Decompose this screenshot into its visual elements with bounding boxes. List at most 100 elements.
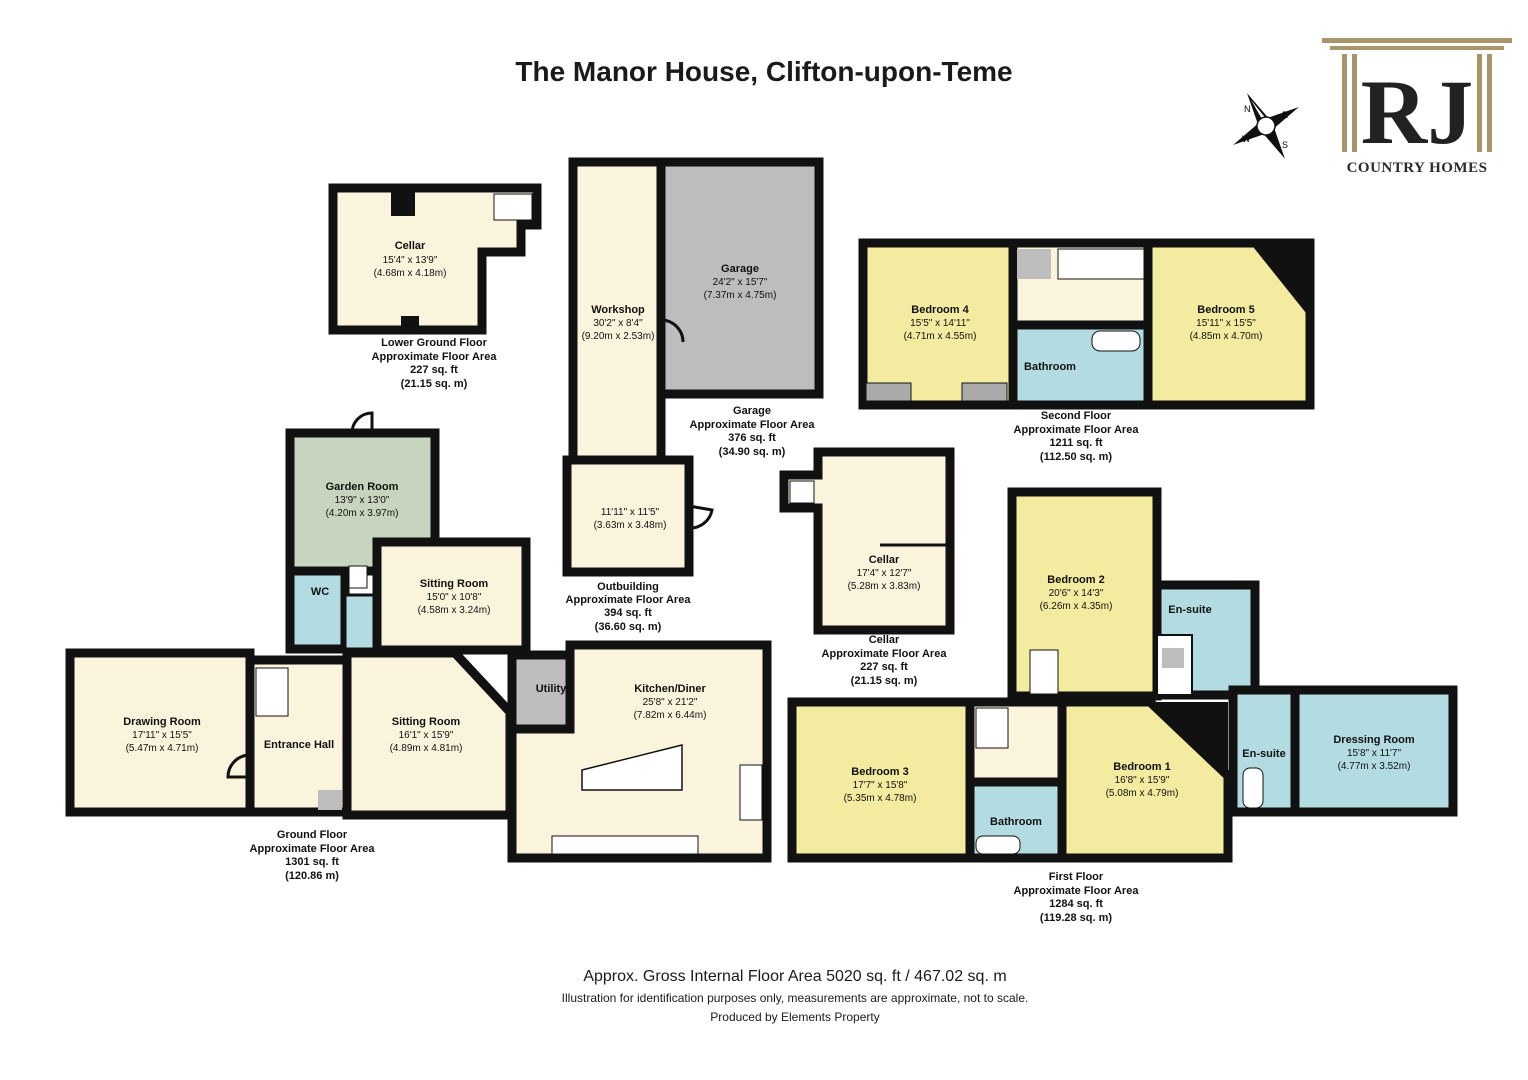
svg-text:(7.82m x 6.44m): (7.82m x 6.44m) [634,710,707,721]
room-name: Cellar [395,240,426,252]
svg-text:(4.58m x 3.24m): (4.58m x 3.24m) [418,605,491,616]
room-bedroom-5: Bedroom 5 15'11" x 15'5" (4.85m x 4.70m) [1143,238,1315,410]
room-bathroom-2nd: Bathroom [1008,320,1153,410]
svg-text:W: W [1242,134,1251,144]
chimney-breast [401,316,419,330]
svg-text:Bedroom 4: Bedroom 4 [911,304,969,316]
room-utility: Utility [507,650,575,734]
svg-text:(120.86 m): (120.86 m) [285,870,339,882]
svg-text:First Floor: First Floor [1049,871,1104,883]
svg-text:Approximate Floor Area: Approximate Floor Area [566,594,692,606]
bath-icon [1091,330,1141,352]
bath-icon [1242,767,1264,809]
landing-first [965,697,1067,787]
area-label-first: First Floor Approximate Floor Area 1284 … [1014,871,1140,924]
svg-text:15'0" x 10'8": 15'0" x 10'8" [427,592,482,603]
brand-name: COUNTRY HOMES [1346,160,1488,176]
svg-text:1301 sq. ft: 1301 sq. ft [285,856,339,868]
room-bedroom-1: Bedroom 1 16'8" x 15'9" (5.08m x 4.79m) [1057,697,1233,863]
svg-text:Sitting Room: Sitting Room [420,578,489,590]
door-swing-icon [350,411,374,434]
room-sitting-room-2: Sitting Room 16'1" x 15'9" (4.89m x 4.81… [342,648,515,820]
svg-text:(4.71m x 4.55m): (4.71m x 4.55m) [904,331,977,342]
svg-text:(21.15 sq. m): (21.15 sq. m) [851,675,918,687]
chimney-breast [1250,243,1310,318]
svg-text:15'11" x 15'5": 15'11" x 15'5" [1196,318,1256,329]
svg-text:Approximate Floor Area: Approximate Floor Area [822,648,948,660]
svg-text:Lower Ground Floor: Lower Ground Floor [381,337,487,349]
svg-text:(5.35m x 4.78m): (5.35m x 4.78m) [844,793,917,804]
svg-text:227 sq. ft: 227 sq. ft [860,661,908,673]
svg-text:(5.47m x 4.71m): (5.47m x 4.71m) [126,743,199,754]
svg-text:15'5" x 14'11": 15'5" x 14'11" [910,318,970,329]
svg-text:(5.28m x 3.83m): (5.28m x 3.83m) [848,581,921,592]
svg-text:Dressing Room: Dressing Room [1333,734,1415,746]
svg-text:N: N [1244,104,1251,114]
brand-logo: RJ [1322,38,1512,163]
svg-text:(4.89m x 4.81m): (4.89m x 4.81m) [390,743,463,754]
room-dressing-room: Dressing Room 15'8" x 11'7" (4.77m x 3.5… [1290,685,1458,817]
svg-text:Drawing Room: Drawing Room [123,716,201,728]
room-ensuite-1: En-suite [1152,580,1260,700]
svg-text:15'8" x 11'7": 15'8" x 11'7" [1347,748,1402,759]
svg-text:Garage: Garage [721,263,759,275]
svg-text:Ground Floor: Ground Floor [277,829,348,841]
room-dim-imperial: 15'4" x 13'9" [383,255,438,266]
kitchen-island [581,744,683,791]
stairs-icon [789,480,815,504]
range-cooker-icon [739,764,763,821]
svg-text:En-suite: En-suite [1242,748,1285,760]
svg-text:Garden Room: Garden Room [326,481,399,493]
svg-text:(9.20m x 2.53m): (9.20m x 2.53m) [582,331,655,342]
svg-text:Bathroom: Bathroom [1024,361,1076,373]
svg-text:(5.08m x 4.79m): (5.08m x 4.79m) [1106,788,1179,799]
svg-text:Kitchen/Diner: Kitchen/Diner [634,683,706,695]
svg-text:11'11" x 11'5": 11'11" x 11'5" [601,507,660,518]
svg-text:Bedroom 3: Bedroom 3 [851,766,908,778]
stairs-icon [255,667,289,717]
room-bathroom-1st: Bathroom [965,777,1067,863]
svg-text:Entrance Hall: Entrance Hall [264,739,334,751]
shower-icon [1162,648,1184,668]
svg-text:1211 sq. ft: 1211 sq. ft [1049,437,1103,449]
bath-icon [975,835,1021,855]
svg-text:Outbuilding: Outbuilding [597,581,659,593]
door-swing-icon [660,318,685,343]
svg-text:394 sq. ft: 394 sq. ft [604,607,652,619]
room-ensuite-2: En-suite [1228,685,1300,817]
disclaimer: Illustration for identification purposes… [561,991,1029,1005]
gross-area: Approx. Gross Internal Floor Area 5020 s… [583,968,1007,985]
svg-text:(4.85m x 4.70m): (4.85m x 4.70m) [1190,331,1263,342]
svg-text:17'11" x 15'5": 17'11" x 15'5" [132,730,192,741]
svg-text:Workshop: Workshop [591,304,645,316]
area-label-ground: Ground Floor Approximate Floor Area 1301… [250,829,376,882]
svg-text:376 sq. ft: 376 sq. ft [728,432,776,444]
wardrobe-icon [865,382,912,402]
svg-text:1284 sq. ft: 1284 sq. ft [1049,898,1103,910]
svg-text:17'4" x 12'7": 17'4" x 12'7" [857,568,912,579]
svg-text:Bedroom 5: Bedroom 5 [1197,304,1254,316]
svg-text:24'2" x 15'7": 24'2" x 15'7" [713,277,768,288]
svg-text:Utility: Utility [536,683,567,695]
area-label-cellar: Cellar Approximate Floor Area 227 sq. ft… [822,634,948,687]
brand-monogram: RJ [1361,61,1473,163]
svg-text:WC: WC [311,586,329,598]
svg-text:Cellar: Cellar [869,634,900,646]
stairs-icon [1029,649,1059,695]
svg-text:Garage: Garage [733,405,771,417]
svg-text:227 sq. ft: 227 sq. ft [410,364,458,376]
room-cellar-2: Cellar 17'4" x 12'7" (5.28m x 3.83m) [779,447,955,635]
svg-text:Bathroom: Bathroom [990,816,1042,828]
svg-text:Approximate Floor Area: Approximate Floor Area [1014,424,1140,436]
wardrobe-icon [961,382,1008,402]
svg-text:(3.63m x 3.48m): (3.63m x 3.48m) [594,520,667,531]
svg-text:(36.60 sq. m): (36.60 sq. m) [595,621,662,633]
door-swing-icon [688,504,714,530]
area-label-second: Second Floor Approximate Floor Area 1211… [1014,410,1140,463]
svg-text:Bedroom 1: Bedroom 1 [1113,761,1170,773]
svg-text:20'6" x 14'3": 20'6" x 14'3" [1049,588,1104,599]
chimney-breast [391,188,415,216]
svg-text:Cellar: Cellar [869,554,900,566]
room-workshop: Workshop 30'2" x 8'4" (9.20m x 2.53m) [568,157,666,465]
